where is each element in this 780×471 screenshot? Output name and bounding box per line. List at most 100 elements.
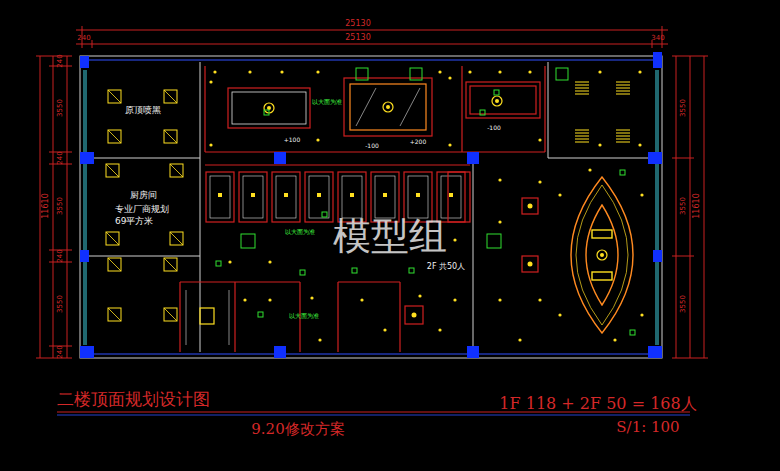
down-light <box>438 328 441 331</box>
level-mark: -100 <box>365 143 379 149</box>
down-light <box>598 143 601 146</box>
grille-panel <box>575 139 589 140</box>
spot-light <box>383 193 387 197</box>
ceiling-panel <box>170 164 183 177</box>
exhaust-fan <box>352 268 357 273</box>
down-light <box>360 298 363 301</box>
down-light <box>498 70 501 73</box>
exhaust-fan <box>258 312 263 317</box>
dimension: 11610 <box>693 193 701 218</box>
down-light <box>538 298 541 301</box>
panel-cross <box>170 164 183 177</box>
recessed-inner <box>210 176 230 218</box>
chandelier-core <box>386 105 390 109</box>
grille-panel <box>616 88 630 89</box>
recessed-box <box>338 172 366 222</box>
dimension-lines <box>36 26 708 358</box>
down-light <box>448 76 451 79</box>
recessed-box <box>239 172 267 222</box>
dimension: 25130 <box>345 20 370 28</box>
dimension: 25130 <box>345 34 370 42</box>
grille-panel <box>616 94 630 95</box>
watermark: 模型组 <box>333 217 447 255</box>
down-light <box>613 338 616 341</box>
recessed-inner <box>408 176 428 218</box>
grille-panel <box>575 136 589 137</box>
structural-columns <box>80 52 662 358</box>
spot-light <box>284 193 288 197</box>
capacity-note: 2F 共50人 <box>427 263 465 271</box>
down-light <box>209 80 212 83</box>
dimension: 3550 <box>57 295 64 313</box>
recessed-inner <box>342 176 362 218</box>
chandelier <box>383 102 393 112</box>
recessed-inner <box>243 176 263 218</box>
exhaust-fan <box>494 90 499 95</box>
recessed-box <box>404 172 432 222</box>
down-light <box>280 70 283 73</box>
down-light <box>268 260 271 263</box>
grille-panel <box>575 82 589 83</box>
ceiling-panel <box>108 308 121 321</box>
spot-light <box>412 313 417 318</box>
scale: S/1: 100 <box>616 420 679 435</box>
panel-cross <box>164 308 177 321</box>
down-light <box>498 220 501 223</box>
down-light <box>538 180 541 183</box>
down-light <box>518 338 521 341</box>
exhaust-fan <box>216 261 221 266</box>
revision-note: 9.20修改方案 <box>251 422 344 437</box>
spot-light <box>218 193 222 197</box>
recessed-inner <box>309 176 329 218</box>
building-outline <box>80 56 662 358</box>
grille-panel <box>616 82 630 83</box>
note: 以大面为准 <box>285 229 315 235</box>
down-light <box>498 178 501 181</box>
dimension: 340 <box>651 35 664 42</box>
recessed-box <box>437 172 465 222</box>
ceiling-panel <box>108 130 121 143</box>
dimension: 3550 <box>680 99 687 117</box>
dimension: 3550 <box>680 295 687 313</box>
down-light <box>640 193 643 196</box>
spot-light <box>449 193 453 197</box>
down-light <box>228 260 231 263</box>
spot-light <box>251 193 255 197</box>
grille-panel <box>575 142 589 143</box>
dimension: 3550 <box>57 99 64 117</box>
grille-panel <box>575 85 589 86</box>
down-light <box>453 238 456 241</box>
down-light <box>418 294 421 297</box>
down-light <box>248 70 251 73</box>
panel-cross <box>108 130 121 143</box>
down-light <box>538 138 541 141</box>
grille-panel <box>616 136 630 137</box>
grille-panel <box>616 91 630 92</box>
spot-light <box>350 193 354 197</box>
grille-panel <box>575 91 589 92</box>
down-light <box>468 70 471 73</box>
recessed-box <box>272 172 300 222</box>
dimension: 3550 <box>57 197 64 215</box>
ceiling-panel <box>108 258 121 271</box>
down-light <box>588 168 591 171</box>
grille-panel <box>575 88 589 89</box>
panel-cross <box>108 90 121 103</box>
down-light <box>316 70 319 73</box>
down-light <box>640 313 643 316</box>
down-light <box>310 296 313 299</box>
down-light <box>318 338 321 341</box>
dimension: 240 <box>57 249 64 262</box>
down-light <box>638 143 641 146</box>
room-area: 厨房间专业厂商规划 69平方米 <box>90 164 196 252</box>
down-light <box>558 193 561 196</box>
light-fixtures <box>106 68 644 342</box>
exhaust-fan <box>322 212 327 217</box>
panel-cross <box>164 90 177 103</box>
ceiling-panel <box>106 164 119 177</box>
ceiling-walls <box>180 66 545 352</box>
down-light <box>243 298 246 301</box>
exhaust-fan <box>630 330 635 335</box>
level-mark: +200 <box>410 139 426 145</box>
down-light <box>213 70 216 73</box>
